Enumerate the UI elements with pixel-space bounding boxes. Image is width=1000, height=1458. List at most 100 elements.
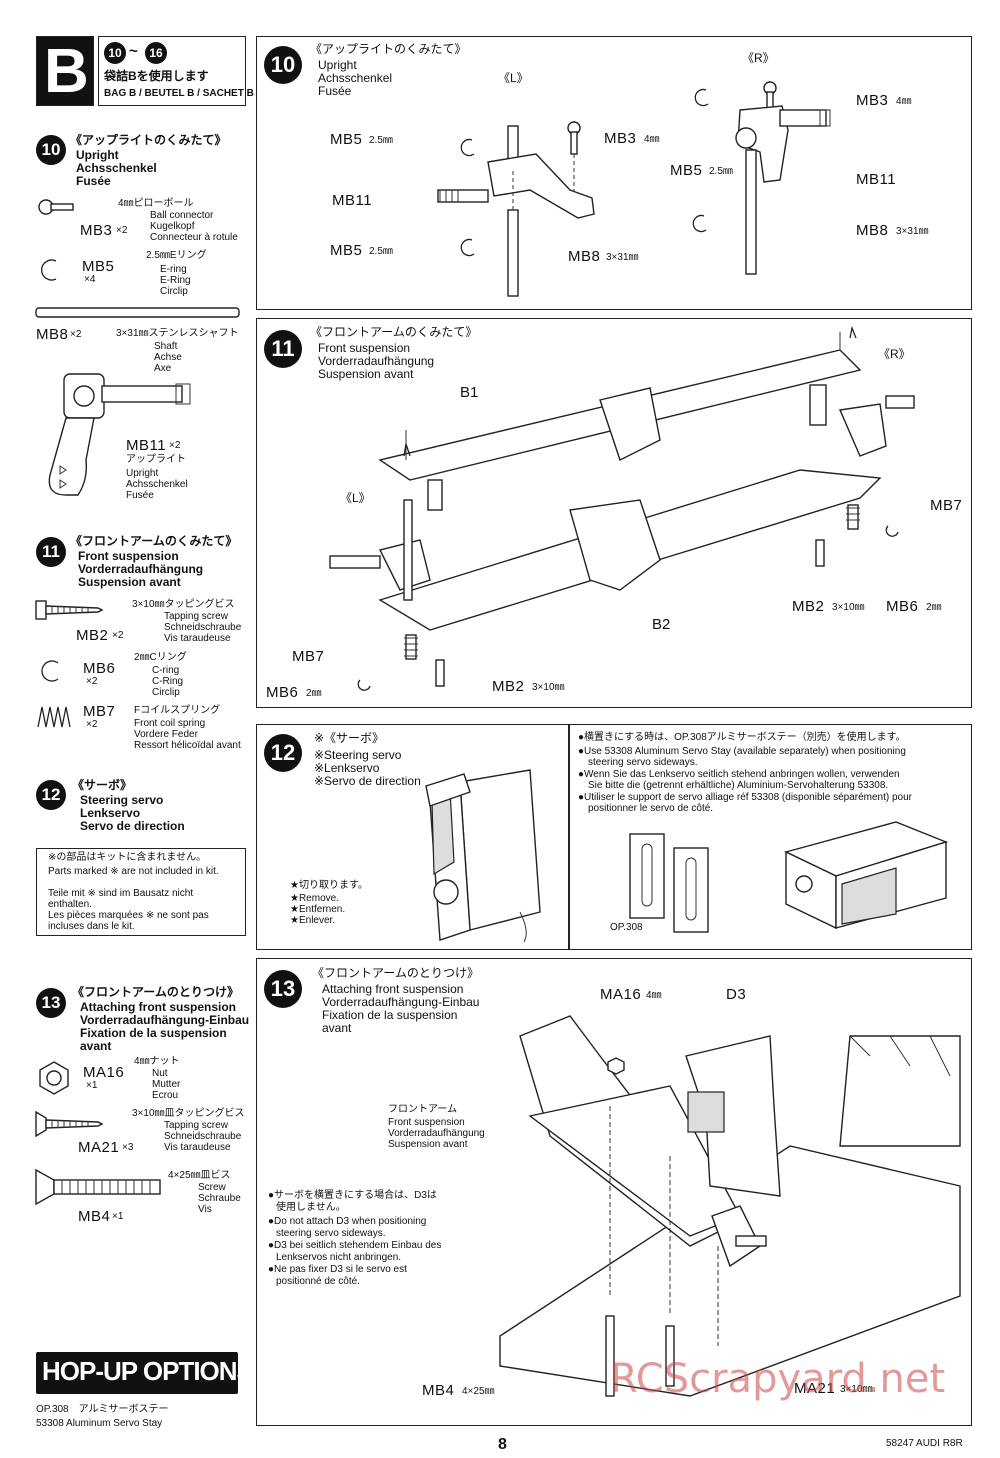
side-step12-badge: 12 [36, 780, 66, 810]
p13-note-fr2: positionné de côté. [276, 1276, 360, 1287]
panel13-en: Attaching front suspension [322, 982, 464, 996]
panel11-en: Front suspension [318, 341, 411, 355]
p10-mb8a: MB8 [568, 248, 601, 265]
front-suspension-diagram [329, 325, 915, 691]
mb7-size: Fコイルスプリング [134, 705, 221, 716]
p13-d3: D3 [726, 986, 747, 1003]
mb4-de: Schraube [198, 1193, 241, 1204]
mb3-de: Kugelkopf [150, 221, 195, 232]
p13-note-jp2: 使用しません。 [276, 1202, 346, 1213]
mb2-qty: ×2 [112, 630, 124, 641]
p13-fa-en: Front suspension [388, 1117, 465, 1128]
mb8-en: Shaft [154, 341, 178, 352]
p10-mb3a-size: 4㎜ [644, 134, 660, 145]
ma21-fr: Vis taraudeuse [164, 1142, 231, 1153]
mb7-en: Front coil spring [134, 718, 206, 729]
p13-note-de1: ●D3 bei seitlich stehendem Einbau des [268, 1240, 442, 1251]
side-step11-jp: 《フロントアームのくみたて》 [70, 534, 238, 548]
panel12-fr: ※Servo de direction [314, 774, 421, 788]
p13-ma16-size: 4㎜ [646, 990, 662, 1001]
mb5-de: E-Ring [160, 275, 191, 286]
info-de1: ●Wenn Sie das Lenkservo seitlich stehend… [578, 769, 900, 780]
ma16-de: Mutter [152, 1079, 181, 1090]
p11-mb6b: MB6 [266, 684, 299, 701]
ma16-fr: Ecrou [152, 1090, 179, 1101]
info-en2: steering servo sideways. [588, 757, 698, 768]
p13-note-de2: Lenkservos nicht anbringen. [276, 1252, 402, 1263]
p10-mb5a-size: 2.5㎜ [369, 135, 393, 146]
p13-mb4-size: 4×25㎜ [462, 1386, 495, 1397]
p13-note-jp1: ●サーボを横置きにする場合は、D3は [268, 1190, 437, 1201]
mb4-size: 4×25㎜皿ビス [168, 1170, 231, 1181]
mb5-code: MB5 [82, 258, 115, 275]
mb8-fr: Axe [154, 363, 172, 374]
mb2-code: MB2 [76, 627, 109, 644]
p10-mb5a: MB5 [330, 131, 363, 148]
mb2-en: Tapping screw [164, 611, 228, 622]
mb4-code: MB4 [78, 1208, 111, 1225]
bag-label: BAG B / BEUTEL B / SACHET B [104, 88, 254, 99]
mb11-qty: ×2 [169, 440, 181, 451]
mb7-qty: ×2 [86, 719, 98, 730]
p11-mb2a-size: 3×10㎜ [832, 602, 865, 613]
mb3-size: 4㎜ピローボール [118, 198, 194, 209]
p11-mb7a: MB7 [930, 497, 963, 514]
note-fr: Les pièces marquées ※ ne sont pas inclus… [48, 910, 209, 932]
ma21-code: MA21 [78, 1139, 120, 1156]
info-fr2: positionner le servo de côté. [588, 803, 714, 814]
shaft-icon [35, 307, 240, 318]
mb8-size: 3×31㎜ステンレスシャフト [116, 328, 239, 339]
side-step11-fr: Suspension avant [78, 575, 181, 589]
mb5-size: 2.5㎜Eリング [146, 250, 207, 261]
p10-mb5c: MB5 [670, 162, 703, 179]
mb7-de: Vordere Feder [134, 729, 198, 740]
panel12-jp: ※《サーボ》 [314, 731, 385, 745]
bag-letter-box [36, 36, 94, 106]
mb5-en: E-ring [160, 264, 187, 275]
mb7-code: MB7 [83, 703, 116, 720]
panel12-badge: 12 [264, 734, 302, 772]
upright-right-diagram [692, 81, 831, 275]
mb2-de: Schneidschraube [164, 622, 242, 633]
nut-icon [39, 1061, 69, 1095]
p11-mb6a-size: 2㎜ [926, 602, 942, 613]
mb11-code: MB11 [126, 437, 167, 454]
sideways-servo-diagram [784, 821, 949, 930]
side-step11-en: Front suspension [78, 549, 179, 563]
p11-b1: B1 [460, 384, 479, 401]
side-step12-de: Lenkservo [80, 806, 141, 820]
ball-connector-icon [38, 199, 74, 215]
p10-mb8b: MB8 [856, 222, 889, 239]
mb3-code: MB3 [80, 222, 113, 239]
info-fr1: ●Utiliser le support de servo alliage ré… [578, 792, 912, 803]
p10-mb8a-size: 3×31㎜ [606, 252, 639, 263]
page-number: 8 [498, 1436, 507, 1453]
mb11-de: Achsschenkel [126, 479, 188, 490]
panel10-jp: 《アップライトのくみたて》 [310, 42, 467, 56]
ma16-code: MA16 [83, 1064, 125, 1081]
p11-mb7b: MB7 [292, 648, 325, 665]
mb11-fr: Fusée [126, 490, 154, 501]
p13-note-en2: steering servo sideways. [276, 1228, 386, 1239]
p11-left: 《L》 [340, 491, 371, 505]
p10-mb8b-size: 3×31㎜ [896, 226, 929, 237]
panel-step13 [256, 958, 972, 1426]
ma21-size: 3×10㎜皿タッピングビス [132, 1108, 245, 1119]
mb5-fr: Circlip [160, 286, 188, 297]
p11-mb6b-size: 2㎜ [306, 688, 322, 699]
c-ring-icon [41, 660, 59, 682]
panel13-badge: 13 [264, 970, 302, 1008]
cut-fr: ★Enlever. [290, 915, 336, 926]
mb8-code: MB8 [36, 326, 69, 343]
side-step13-en: Attaching front suspension [80, 1000, 236, 1014]
side-step11-badge: 11 [36, 537, 66, 567]
cut-de: ★Entfernen. [290, 904, 346, 915]
p13-ma21: MA21 [794, 1380, 836, 1397]
side-step13-de: Vorderradaufhängung-Einbau [80, 1013, 250, 1027]
servo-stay-diagram [629, 833, 709, 933]
p10-mb11a: MB11 [332, 192, 373, 209]
mb5-qty: ×4 [84, 274, 96, 285]
mb4-fr: Vis [198, 1204, 212, 1215]
mb6-size: 2㎜Cリング [134, 652, 187, 663]
mb3-fr: Connecteur à rotule [150, 232, 238, 243]
